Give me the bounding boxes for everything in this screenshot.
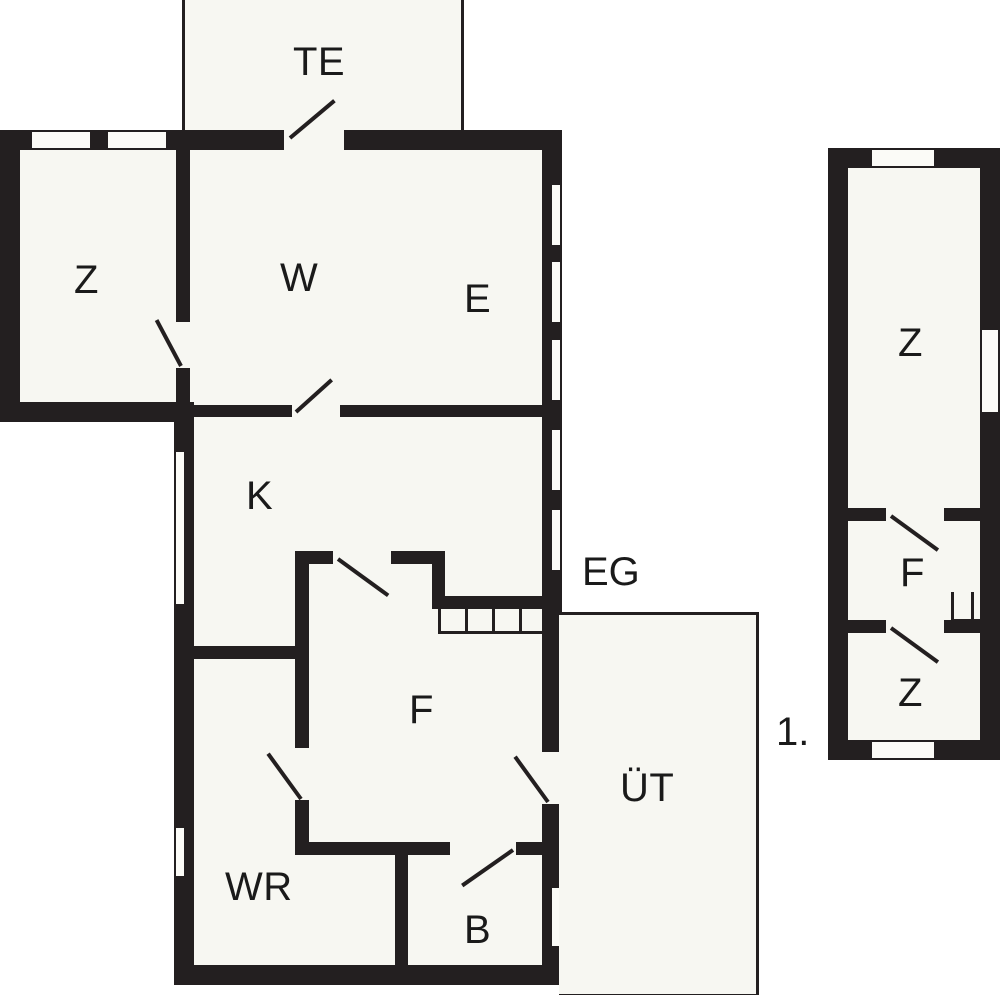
- window-k-right-1: [550, 430, 562, 490]
- room-label-wr: WR: [225, 865, 293, 909]
- upper-doorway-z-f: [886, 508, 944, 521]
- room-k-floor: [182, 412, 550, 652]
- room-label-z-upper-top: Z: [898, 321, 923, 365]
- staircase-upper: [951, 592, 995, 622]
- stair-tread: [991, 592, 994, 622]
- floor-label-eg: EG: [582, 550, 640, 594]
- floor-label-upper: 1.: [776, 710, 810, 754]
- doorway-f-ut: [542, 752, 562, 804]
- upper-exterior-wall-left: [828, 148, 848, 760]
- interior-wall-f-top-right: [388, 551, 445, 564]
- stair-nosing: [951, 619, 995, 622]
- exterior-wall-left-z: [0, 130, 20, 422]
- stair-tread: [492, 604, 495, 634]
- interior-wall-wr-b: [395, 848, 408, 985]
- interior-wall-w-k-right: [337, 405, 550, 417]
- room-label-te: TE: [293, 40, 346, 84]
- stair-tread: [438, 604, 441, 634]
- upper-window-right: [980, 330, 1000, 412]
- window-e-right-2: [550, 262, 562, 322]
- interior-wall-f-bottom-right: [513, 842, 550, 855]
- window-k-left: [174, 452, 186, 604]
- doorway-te-w: [284, 130, 344, 150]
- room-label-f-upper: F: [900, 551, 925, 595]
- interior-wall-f-step: [432, 551, 445, 601]
- room-ut-outline: [559, 612, 759, 995]
- window-wr-left: [174, 828, 186, 876]
- interior-wall-w-k-left: [182, 405, 295, 417]
- doorway-k-f: [333, 551, 391, 564]
- stair-tread: [519, 604, 522, 634]
- interior-wall-f-bottom: [295, 842, 455, 855]
- doorway-z-w: [176, 322, 190, 368]
- room-z-left-floor: [10, 140, 182, 412]
- upper-exterior-wall-right: [980, 148, 1000, 760]
- room-label-ut: ÜT: [620, 766, 675, 810]
- room-label-z-upper-bottom: Z: [898, 671, 923, 715]
- exterior-wall-bottom-z: [0, 402, 194, 422]
- upper-window-top: [872, 148, 934, 168]
- stair-tread: [951, 592, 954, 622]
- room-label-z-left: Z: [74, 258, 99, 302]
- room-label-e: E: [464, 277, 492, 321]
- upper-floor-fill: [838, 160, 1000, 760]
- window-z-top-1: [32, 130, 90, 150]
- room-label-k: K: [246, 474, 274, 518]
- room-label-f-ground: F: [409, 688, 434, 732]
- upper-window-bottom: [872, 740, 934, 760]
- staircase-ground: [438, 604, 550, 634]
- room-lower-block-floor: [182, 640, 550, 985]
- interior-wall-k-wr: [182, 646, 302, 659]
- upper-interior-wall-z-f: [838, 508, 891, 521]
- interior-wall-z-w-lower: [176, 365, 190, 412]
- window-z-top-2: [108, 130, 166, 150]
- stair-tread: [465, 604, 468, 634]
- exterior-wall-top-right: [182, 130, 562, 150]
- doorway-f-b: [450, 842, 516, 855]
- doorway-wr-f: [295, 748, 309, 800]
- exterior-wall-bottom-main: [174, 965, 562, 985]
- room-label-w: W: [280, 256, 319, 300]
- window-e-right-3: [550, 340, 562, 400]
- interior-wall-z-w: [176, 140, 190, 325]
- room-w-e-floor: [182, 140, 550, 412]
- stair-tread: [546, 604, 549, 634]
- doorway-w-k: [292, 405, 340, 417]
- upper-doorway-f-z: [886, 620, 944, 633]
- upper-interior-wall-f-z-right: [940, 620, 992, 633]
- interior-wall-f-top-left: [295, 551, 337, 564]
- upper-interior-wall-f-z: [838, 620, 891, 633]
- upper-interior-wall-z-f-right: [940, 508, 992, 521]
- stair-nosing: [438, 631, 550, 634]
- window-k-right-2: [550, 510, 562, 570]
- room-label-b: B: [464, 908, 492, 952]
- window-e-right-1: [550, 185, 562, 245]
- stair-tread: [971, 592, 974, 622]
